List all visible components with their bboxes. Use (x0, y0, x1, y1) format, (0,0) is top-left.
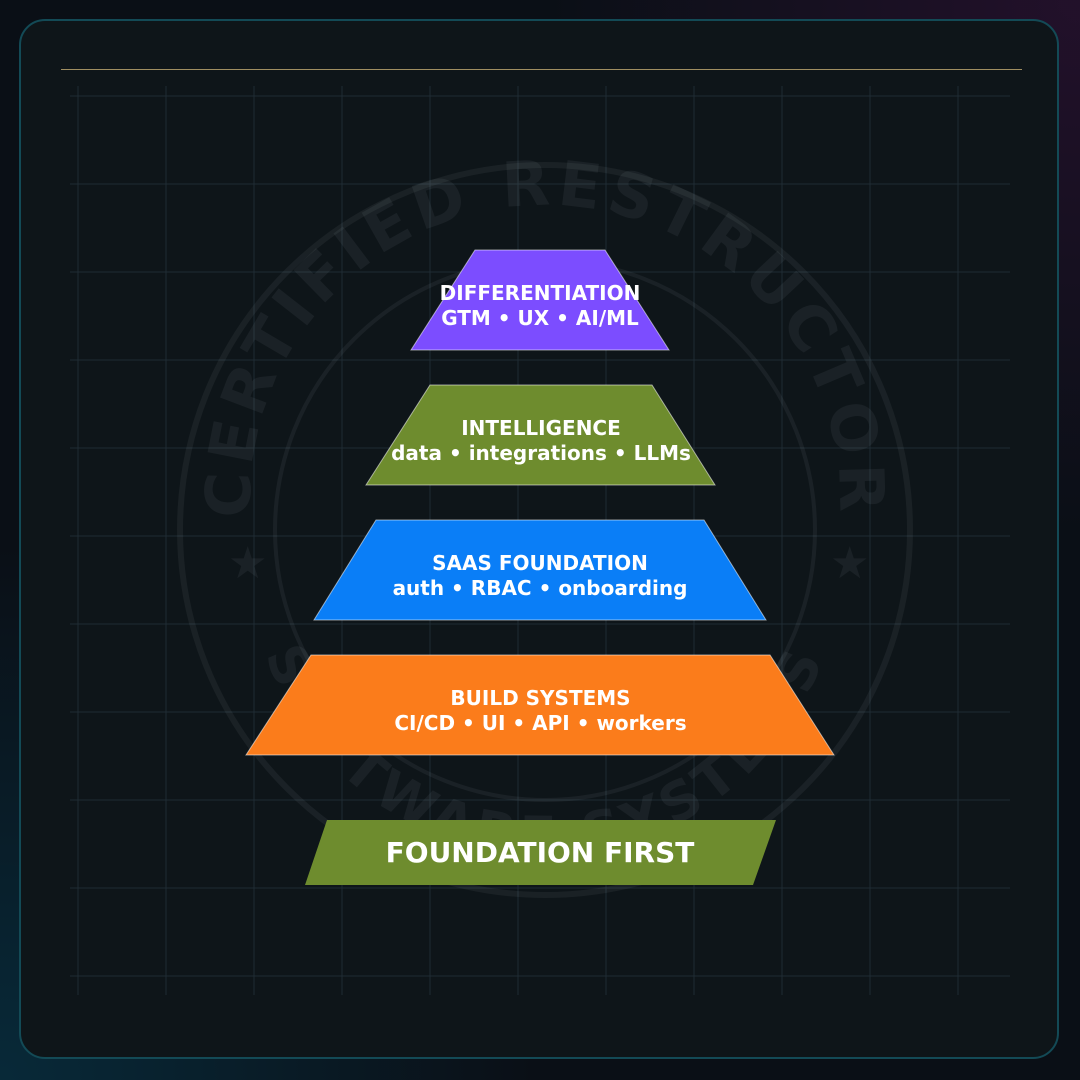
layer-differentiation-subtitle: GTM • UX • AI/ML (441, 306, 639, 330)
layer-differentiation-title: DIFFERENTIATION (440, 281, 641, 305)
layer-build-systems-shape (245, 654, 835, 756)
layer-build-systems-subtitle: CI/CD • UI • API • workers (394, 711, 686, 735)
base-shape (305, 820, 776, 885)
layer-build-systems-title: BUILD SYSTEMS (450, 686, 630, 710)
seal-star-right-icon: ★ (830, 538, 869, 589)
base-label: FOUNDATION FIRST (386, 836, 695, 869)
base-foundation-first: FOUNDATION FIRST (305, 820, 776, 885)
seal-star-left-icon: ★ (228, 538, 267, 589)
layer-saas-foundation-subtitle: auth • RBAC • onboarding (393, 576, 688, 600)
layer-intelligence-title: INTELLIGENCE (461, 416, 621, 440)
layer-intelligence-subtitle: data • integrations • LLMs (391, 441, 691, 465)
layer-differentiation-shape (410, 249, 670, 351)
top-divider (61, 69, 1022, 70)
layer-saas-foundation-title: SAAS FOUNDATION (432, 551, 648, 575)
layer-saas-foundation-shape (313, 519, 767, 621)
layer-intelligence-shape (365, 384, 716, 486)
